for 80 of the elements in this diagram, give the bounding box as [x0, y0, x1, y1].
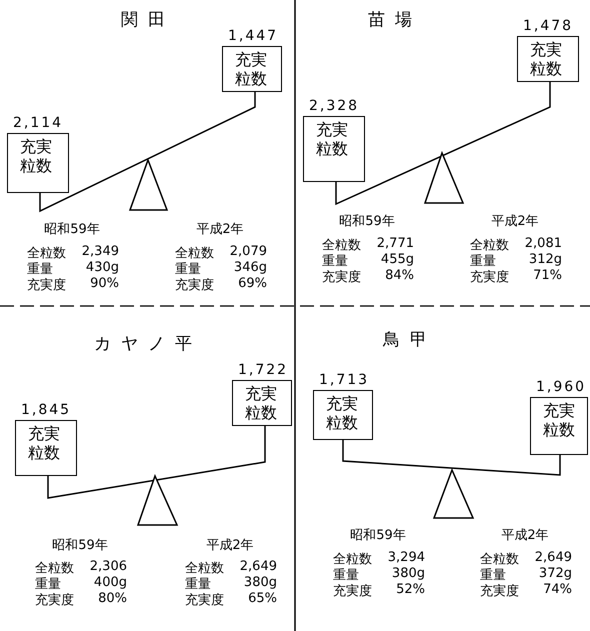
- balance-beam: [335, 82, 551, 206]
- data-value: 2,079: [230, 244, 267, 259]
- row-label: 全粒数: [185, 560, 224, 577]
- label-box: 充実粒数: [530, 397, 588, 455]
- row-label: 重量: [185, 576, 211, 593]
- data-value: 2,649: [534, 550, 572, 565]
- year-heading: 昭和59年: [339, 213, 395, 230]
- label-box: 充実粒数: [303, 116, 365, 182]
- label-box: 充実粒数: [313, 390, 373, 440]
- row-label: 全粒数: [175, 245, 214, 262]
- data-value: 2,649: [240, 559, 277, 574]
- year-heading: 平成2年: [501, 527, 549, 544]
- row-label: 充実度: [470, 269, 509, 286]
- year-heading: 昭和59年: [44, 221, 100, 238]
- row-label: 全粒数: [35, 560, 74, 577]
- row-label: 充実度: [175, 277, 214, 294]
- data-value: 380g: [244, 575, 277, 590]
- count-value: 1,722: [238, 362, 288, 378]
- count-value: 1,447: [228, 28, 278, 44]
- count-value: 1,478: [523, 18, 574, 34]
- row-label: 重量: [175, 261, 201, 278]
- count-value: 2,114: [13, 115, 64, 131]
- label-box: 充実粒数: [222, 46, 282, 92]
- row-label: 全粒数: [322, 237, 361, 254]
- data-value: 74%: [543, 582, 572, 597]
- label-box: 充実粒数: [517, 36, 579, 82]
- data-value: 71%: [533, 268, 562, 283]
- data-value: 400g: [94, 575, 127, 590]
- balance-beam: [47, 426, 266, 499]
- year-heading: 平成2年: [196, 221, 244, 238]
- row-label: 全粒数: [27, 245, 66, 262]
- data-value: 3,294: [388, 550, 425, 565]
- balance-beam: [39, 92, 256, 212]
- label-box: 充実粒数: [15, 420, 77, 476]
- data-value: 80%: [98, 591, 127, 606]
- row-label: 重量: [27, 261, 53, 278]
- label-box: 充実粒数: [232, 380, 292, 426]
- row-label: 重量: [470, 253, 496, 270]
- row-label: 充実度: [333, 583, 372, 600]
- year-heading: 昭和59年: [350, 527, 406, 544]
- data-value: 372g: [538, 566, 572, 581]
- data-value: 2,081: [524, 236, 562, 251]
- year-heading: 平成2年: [491, 213, 539, 230]
- data-value: 346g: [234, 260, 267, 275]
- data-value: 2,349: [82, 244, 119, 259]
- row-label: 全粒数: [470, 237, 509, 254]
- data-value: 455g: [380, 252, 414, 267]
- row-label: 重量: [322, 253, 348, 270]
- data-value: 430g: [86, 260, 119, 275]
- data-value: 69%: [238, 276, 267, 291]
- data-value: 380g: [392, 566, 425, 581]
- label-box: 充実粒数: [7, 133, 69, 193]
- data-value: 312g: [528, 252, 562, 267]
- balance-beam: [342, 440, 561, 476]
- year-heading: 昭和59年: [52, 537, 108, 554]
- data-value: 65%: [248, 591, 277, 606]
- row-label: 重量: [480, 567, 506, 584]
- count-value: 1,845: [21, 402, 72, 418]
- data-value: 2,306: [90, 559, 127, 574]
- row-label: 重量: [35, 576, 61, 593]
- row-label: 充実度: [27, 277, 66, 294]
- row-label: 全粒数: [333, 551, 372, 568]
- row-label: 充実度: [35, 592, 74, 609]
- data-value: 52%: [396, 582, 425, 597]
- panel-title: カヤノ平: [94, 333, 202, 355]
- count-value: 1,960: [536, 379, 586, 395]
- row-label: 重量: [333, 567, 359, 584]
- row-label: 充実度: [185, 592, 224, 609]
- panel-title: 鳥甲: [383, 329, 437, 351]
- row-label: 充実度: [480, 583, 519, 600]
- row-label: 全粒数: [480, 551, 519, 568]
- data-value: 84%: [385, 268, 414, 283]
- data-value: 90%: [90, 276, 119, 291]
- count-value: 2,328: [309, 98, 360, 114]
- year-heading: 平成2年: [206, 537, 254, 554]
- panel-title: 関田: [121, 9, 175, 31]
- panel-title: 苗場: [368, 9, 422, 31]
- count-value: 1,713: [319, 372, 370, 388]
- data-value: 2,771: [376, 236, 414, 251]
- row-label: 充実度: [322, 269, 361, 286]
